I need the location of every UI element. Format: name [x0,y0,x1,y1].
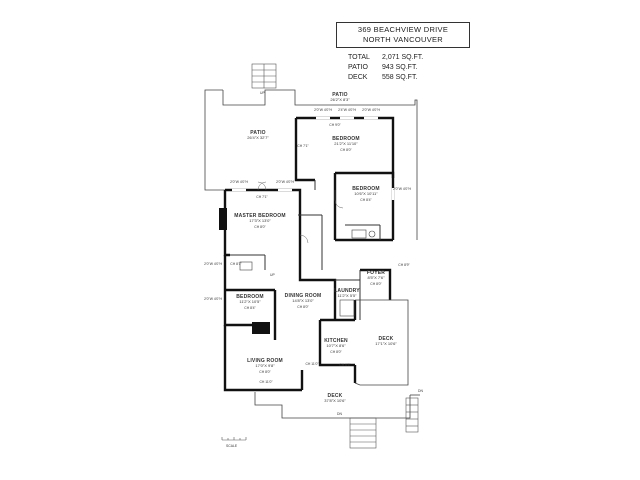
room-label-bedroom-right: BEDROOM 10'6"X 10'11" CH 8'4" [352,186,380,202]
room-ceiling: CH 8'0" [370,282,382,286]
room-name: PATIO [332,92,348,98]
room-label-deck-right: DECK 17'1"X 10'6" [375,336,397,346]
area-label: TOTAL [348,54,370,61]
room-label-laundry: LAUNDRY 11'2"X 5'5" [334,288,360,298]
area-value: 558 SQ.FT. [382,74,418,81]
scale-bar [221,437,247,441]
room-label-patio-left: PATIO 26'4"X 32'7" [247,130,269,140]
address-line-1: 369 BEACHVIEW DRIVE [357,25,449,34]
room-label-bedroom-left: BEDROOM 11'2"X 10'5" CH 8'4" [236,294,264,310]
bottom-stair [349,417,377,449]
room-dims: 11'2"X 10'5" [239,299,261,304]
room-label-master-bedroom: MASTER BEDROOM 17'3"X 13'0" CH 8'0" [234,213,285,229]
bath-fixtures [239,229,376,317]
room-label-dining-room: DINING ROOM 14'8"X 13'0" CH 8'0" [285,293,322,309]
window-note: 2'0"W 4'0"H [230,180,248,184]
area-row-patio: PATIO 943 SQ.FT. [348,63,470,73]
room-name: BEDROOM [236,294,264,300]
area-row-total: TOTAL 2,071 SQ.FT. [348,53,470,63]
area-row-deck: DECK 558 SQ.FT. [348,73,470,83]
room-ceiling: CH 8'0" [254,225,266,229]
room-dims: 10'7"X 8'6" [326,343,346,348]
ceiling-note: CH 7'1" [256,195,268,199]
area-label: DECK [348,74,368,81]
room-ceiling: CH 8'0" [297,305,309,309]
room-name: DECK [328,393,343,399]
window-note: 2'0"W 4'0"H [204,297,222,301]
ceiling-note: CH 8'9" [398,263,410,267]
room-dims: 8'5"X 7'6" [367,275,385,280]
area-summary: TOTAL 2,071 SQ.FT. PATIO 943 SQ.FT. DECK… [348,53,470,83]
room-name: BEDROOM [332,136,360,142]
area-label: PATIO [348,64,368,71]
room-dims: 14'8"X 13'0" [292,298,314,303]
dn-label-right: DN [418,389,423,393]
room-dims: 11'2"X 5'5" [338,293,358,298]
deck-bottom-outline [254,392,420,419]
room-name: LIVING ROOM [247,358,283,364]
room-ceiling: CH 8'4" [360,198,372,202]
room-dims: 21'2"X 11'10" [334,141,358,146]
address-box: 369 BEACHVIEW DRIVE NORTH VANCOUVER [336,22,470,48]
window-note: 2'0"W 4'0"H [314,108,332,112]
ceiling-note: CH 11'0" [259,380,273,384]
room-name: PATIO [250,130,266,136]
room-label-bedroom-top: BEDROOM 21'2"X 11'10" CH 8'0" [332,136,360,152]
dn-label-bottom: DN [337,412,342,416]
window-note: 2'0"W 4'0"H [393,187,411,191]
room-ceiling: CH 8'0" [259,370,271,374]
doors [257,181,344,244]
windows [232,116,395,200]
room-name: LAUNDRY [334,288,360,294]
ceiling-note: CH 9'0" [329,123,341,127]
room-dims: 10'6"X 10'11" [354,191,378,196]
room-name: DINING ROOM [285,293,322,299]
inner-walls [230,180,381,320]
room-ceiling: CH 8'4" [244,306,256,310]
patio-outline [204,89,418,240]
area-value: 2,071 SQ.FT. [382,54,424,61]
walls [223,116,395,392]
room-label-patio-top: PATIO 26'2"X 8'3" [330,92,350,102]
address-line-2: NORTH VANCOUVER [362,35,444,44]
fireplace-living [252,322,270,334]
up-label-top: UP [260,91,265,95]
room-label-deck-bottom: DECK 37'8"X 10'6" [324,393,346,403]
upper-stair [251,63,277,89]
plan-header: 369 BEACHVIEW DRIVE NORTH VANCOUVER TOTA… [336,22,470,83]
room-name: FOYER [367,270,385,276]
fixtures [219,208,270,334]
room-name: DECK [379,336,394,342]
room-dims: 26'2"X 8'3" [330,97,350,102]
deck-right-outline [354,299,409,386]
room-ceiling: CH 8'0" [340,148,352,152]
room-name: BEDROOM [352,186,380,192]
room-name: MASTER BEDROOM [234,213,285,219]
ceiling-note: CH 8'1" [230,262,242,266]
room-dims: 17'3"X 13'0" [249,218,271,223]
room-ceiling: CH 8'0" [330,350,342,354]
scale-label: SCALE [226,444,238,448]
fireplace-master [219,208,227,230]
ceiling-note: CH 6'5" [339,363,351,367]
room-dims: 17'1"X 10'6" [375,341,397,346]
window-note: 2'0"W 4'0"H [204,262,222,266]
room-label-living-room: LIVING ROOM 17'0"X 9'8" CH 8'0" [247,358,283,374]
room-dims: 37'8"X 10'6" [324,398,346,403]
ceiling-note: CH 11'0" [305,362,319,366]
window-note: 2'0"W 4'0"H [362,108,380,112]
room-name: KITCHEN [324,338,348,344]
area-value: 943 SQ.FT. [382,64,418,71]
window-note: 2'4"W 4'0"H [338,108,356,112]
up-label-inner: UP [270,273,275,277]
ceiling-note: CH 7'1" [297,144,309,148]
room-label-kitchen: KITCHEN 10'7"X 8'6" CH 8'0" [324,338,348,354]
room-dims: 26'4"X 32'7" [247,135,269,140]
room-label-foyer: FOYER 8'5"X 7'6" CH 8'0" [367,270,385,286]
room-dims: 17'0"X 9'8" [255,363,275,368]
window-note: 2'0"W 4'0"H [276,180,294,184]
right-stair [405,397,419,433]
